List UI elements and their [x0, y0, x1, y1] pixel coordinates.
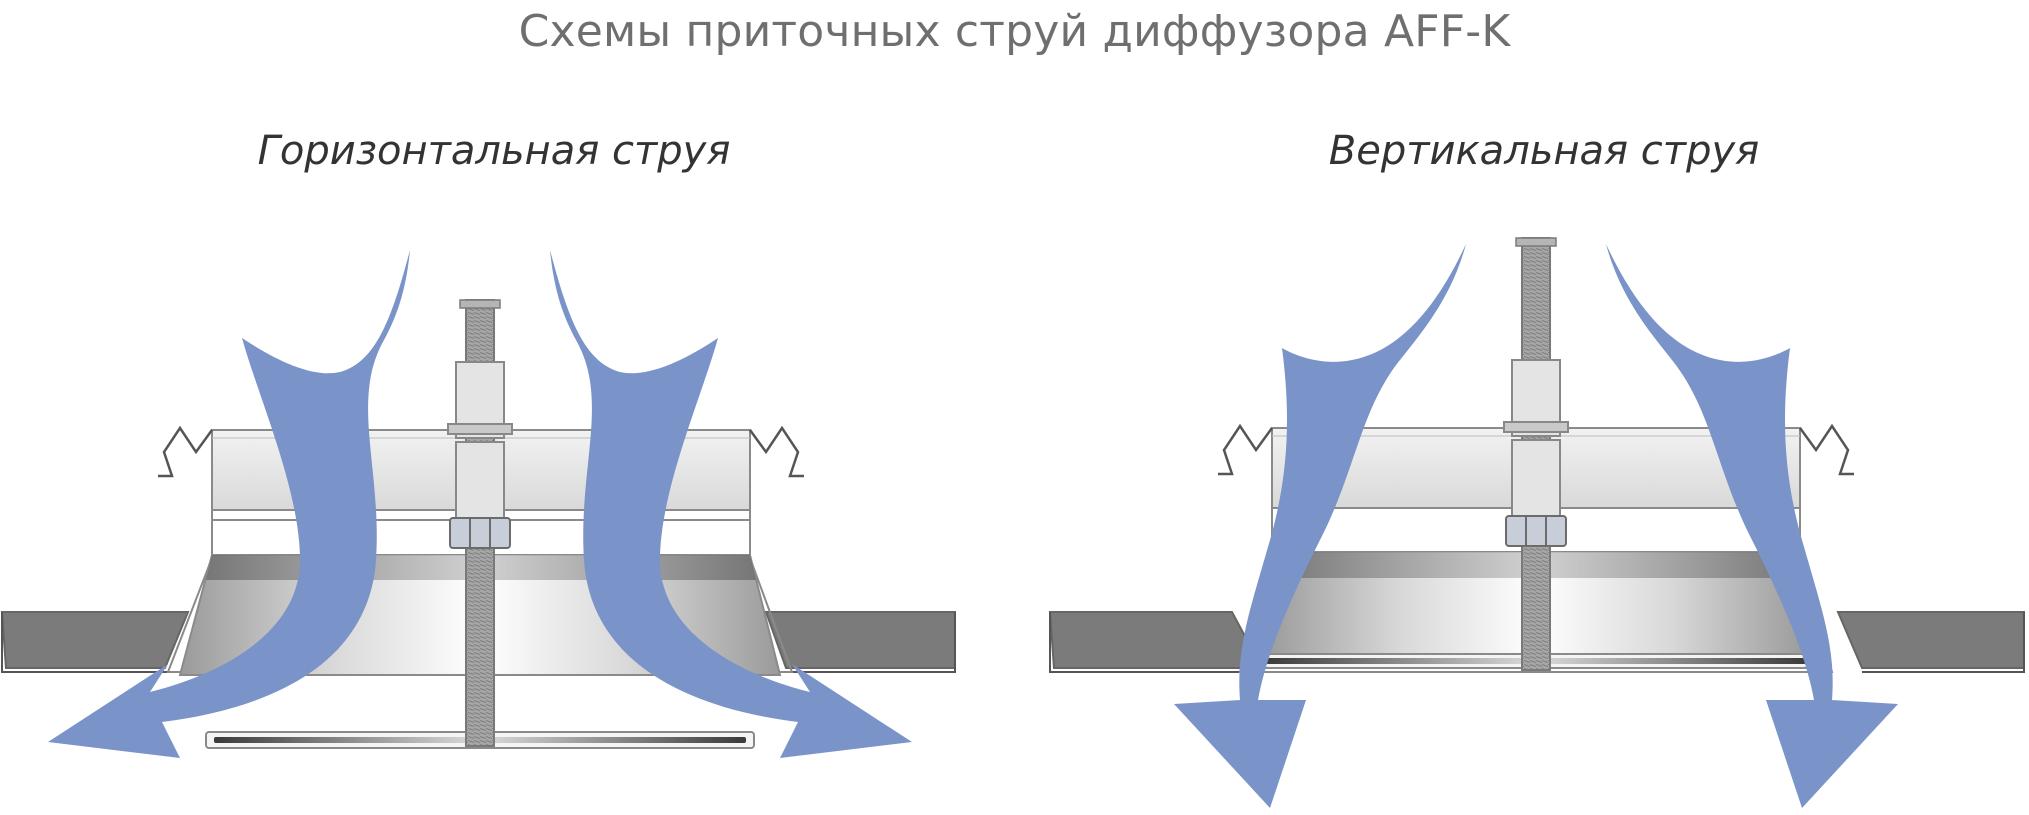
vertical-jet-diagram: [1048, 237, 2025, 808]
hex-nuts: [449, 517, 511, 549]
spring-clip-left: [158, 425, 214, 478]
hex-nuts-2: [1505, 515, 1567, 547]
airflow-arrow-left: [48, 250, 410, 758]
subtitle-vertical-jet: Вертикальная струя: [1328, 128, 1760, 174]
rod-bracket-2: [1503, 359, 1569, 519]
spring-clip-left-2: [1218, 423, 1274, 476]
page-title: Схемы приточных струй диффузора AFF-K: [518, 6, 1511, 57]
subtitle-horizontal-jet: Горизонтальная струя: [257, 128, 731, 174]
airflow-arrow-right-2: [1606, 244, 1898, 808]
airflow-arrow-right: [550, 250, 912, 758]
ceiling-panel-right-2: [1836, 611, 2025, 673]
airflow-arrow-left-2: [1174, 244, 1466, 808]
horizontal-jet-diagram: [0, 250, 956, 758]
ceiling-panel-left: [0, 611, 190, 673]
spring-clip-right-2: [1798, 423, 1854, 476]
spring-clip-right: [748, 425, 804, 478]
ceiling-panel-left-2: [1048, 611, 1264, 673]
rod-bracket: [447, 361, 513, 521]
ceiling-panel-right: [764, 611, 956, 673]
